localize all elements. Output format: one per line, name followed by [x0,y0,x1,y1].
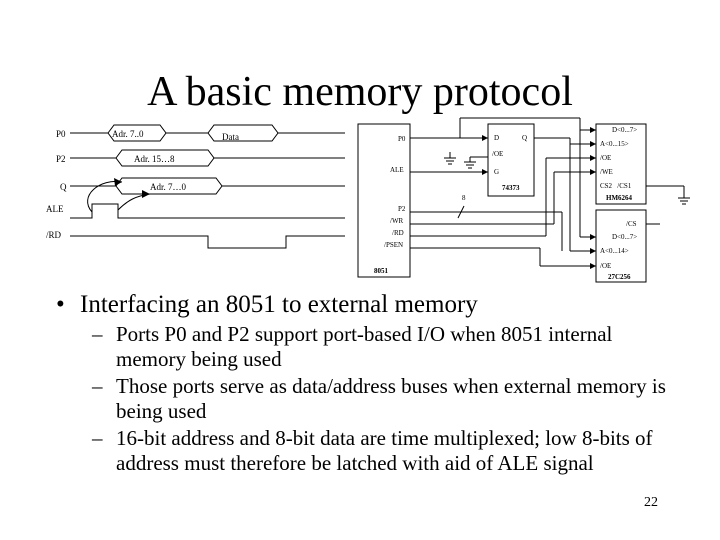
bus-label-p2-addr: Adr. 15…8 [134,154,175,164]
bullet-list: Interfacing an 8051 to external memory –… [56,290,676,476]
latch-pin-oe: /OE [492,150,503,158]
ram-pin-addr: A<0...15> [600,140,629,148]
mcu-pin-wr: /WR [390,217,404,225]
ram-pin-we: /WE [600,168,613,176]
bullet-text: Interfacing an 8051 to external memory [80,291,478,318]
ram-pin-data: D<0...7> [612,126,637,134]
timing-label-p2: P2 [56,154,66,164]
sub-bullet-item: – Ports P0 and P2 support port-based I/O… [92,322,613,371]
bus-label-p0-addr: Adr. 7..0 [112,129,144,139]
sub-bullet-text: 16-bit address and 8-bit data are time m… [116,426,653,475]
latch-pin-q: Q [522,134,527,142]
memory-interface-diagram: P0 P2 Q ALE /RD Adr. 7..0 Data Adr. 15…8… [46,117,690,283]
timing-label-ale: ALE [46,204,64,214]
rom-pin-cs: /CS [626,220,637,228]
bullet-item: Interfacing an 8051 to external memory [56,290,676,320]
ram-name: HM6264 [606,194,633,202]
latch-pin-g: G [494,168,499,176]
mcu-pin-psen: /PSEN [384,241,403,249]
bus-label-q-addr: Adr. 7…0 [150,182,187,192]
timing-label-q: Q [60,182,67,192]
sub-bullet-item: – 16-bit address and 8-bit data are time… [92,426,653,475]
sub-bullet-item: – Those ports serve as data/address buse… [92,374,666,423]
mcu-pin-p2: P2 [398,205,406,213]
rom-pin-addr: A<0...14> [600,247,629,255]
timing-label-p0: P0 [56,129,66,139]
rom-pin-oe: /OE [600,262,611,270]
ram-pin-oe: /OE [600,154,611,162]
bus-label-data: Data [222,132,239,142]
ram-pin-cs: CS2 /CS1 [600,182,632,190]
mcu-name: 8051 [374,267,389,275]
mcu-pin-p0: P0 [398,135,406,143]
rom-pin-data: D<0...7> [612,233,637,241]
latch-name: 74373 [502,184,520,192]
sub-bullet-text: Ports P0 and P2 support port-based I/O w… [116,322,613,371]
slide-title: A basic memory protocol [147,69,573,115]
page-number: 22 [644,495,658,510]
bus-width-label: 8 [462,194,466,202]
sub-bullet-text: Those ports serve as data/address buses … [116,374,666,423]
mcu-pin-ale: ALE [390,166,404,174]
mcu-pin-rd: /RD [392,229,404,237]
timing-label-rd: /RD [46,230,62,240]
rom-name: 27C256 [608,273,631,281]
latch-pin-d: D [494,134,499,142]
